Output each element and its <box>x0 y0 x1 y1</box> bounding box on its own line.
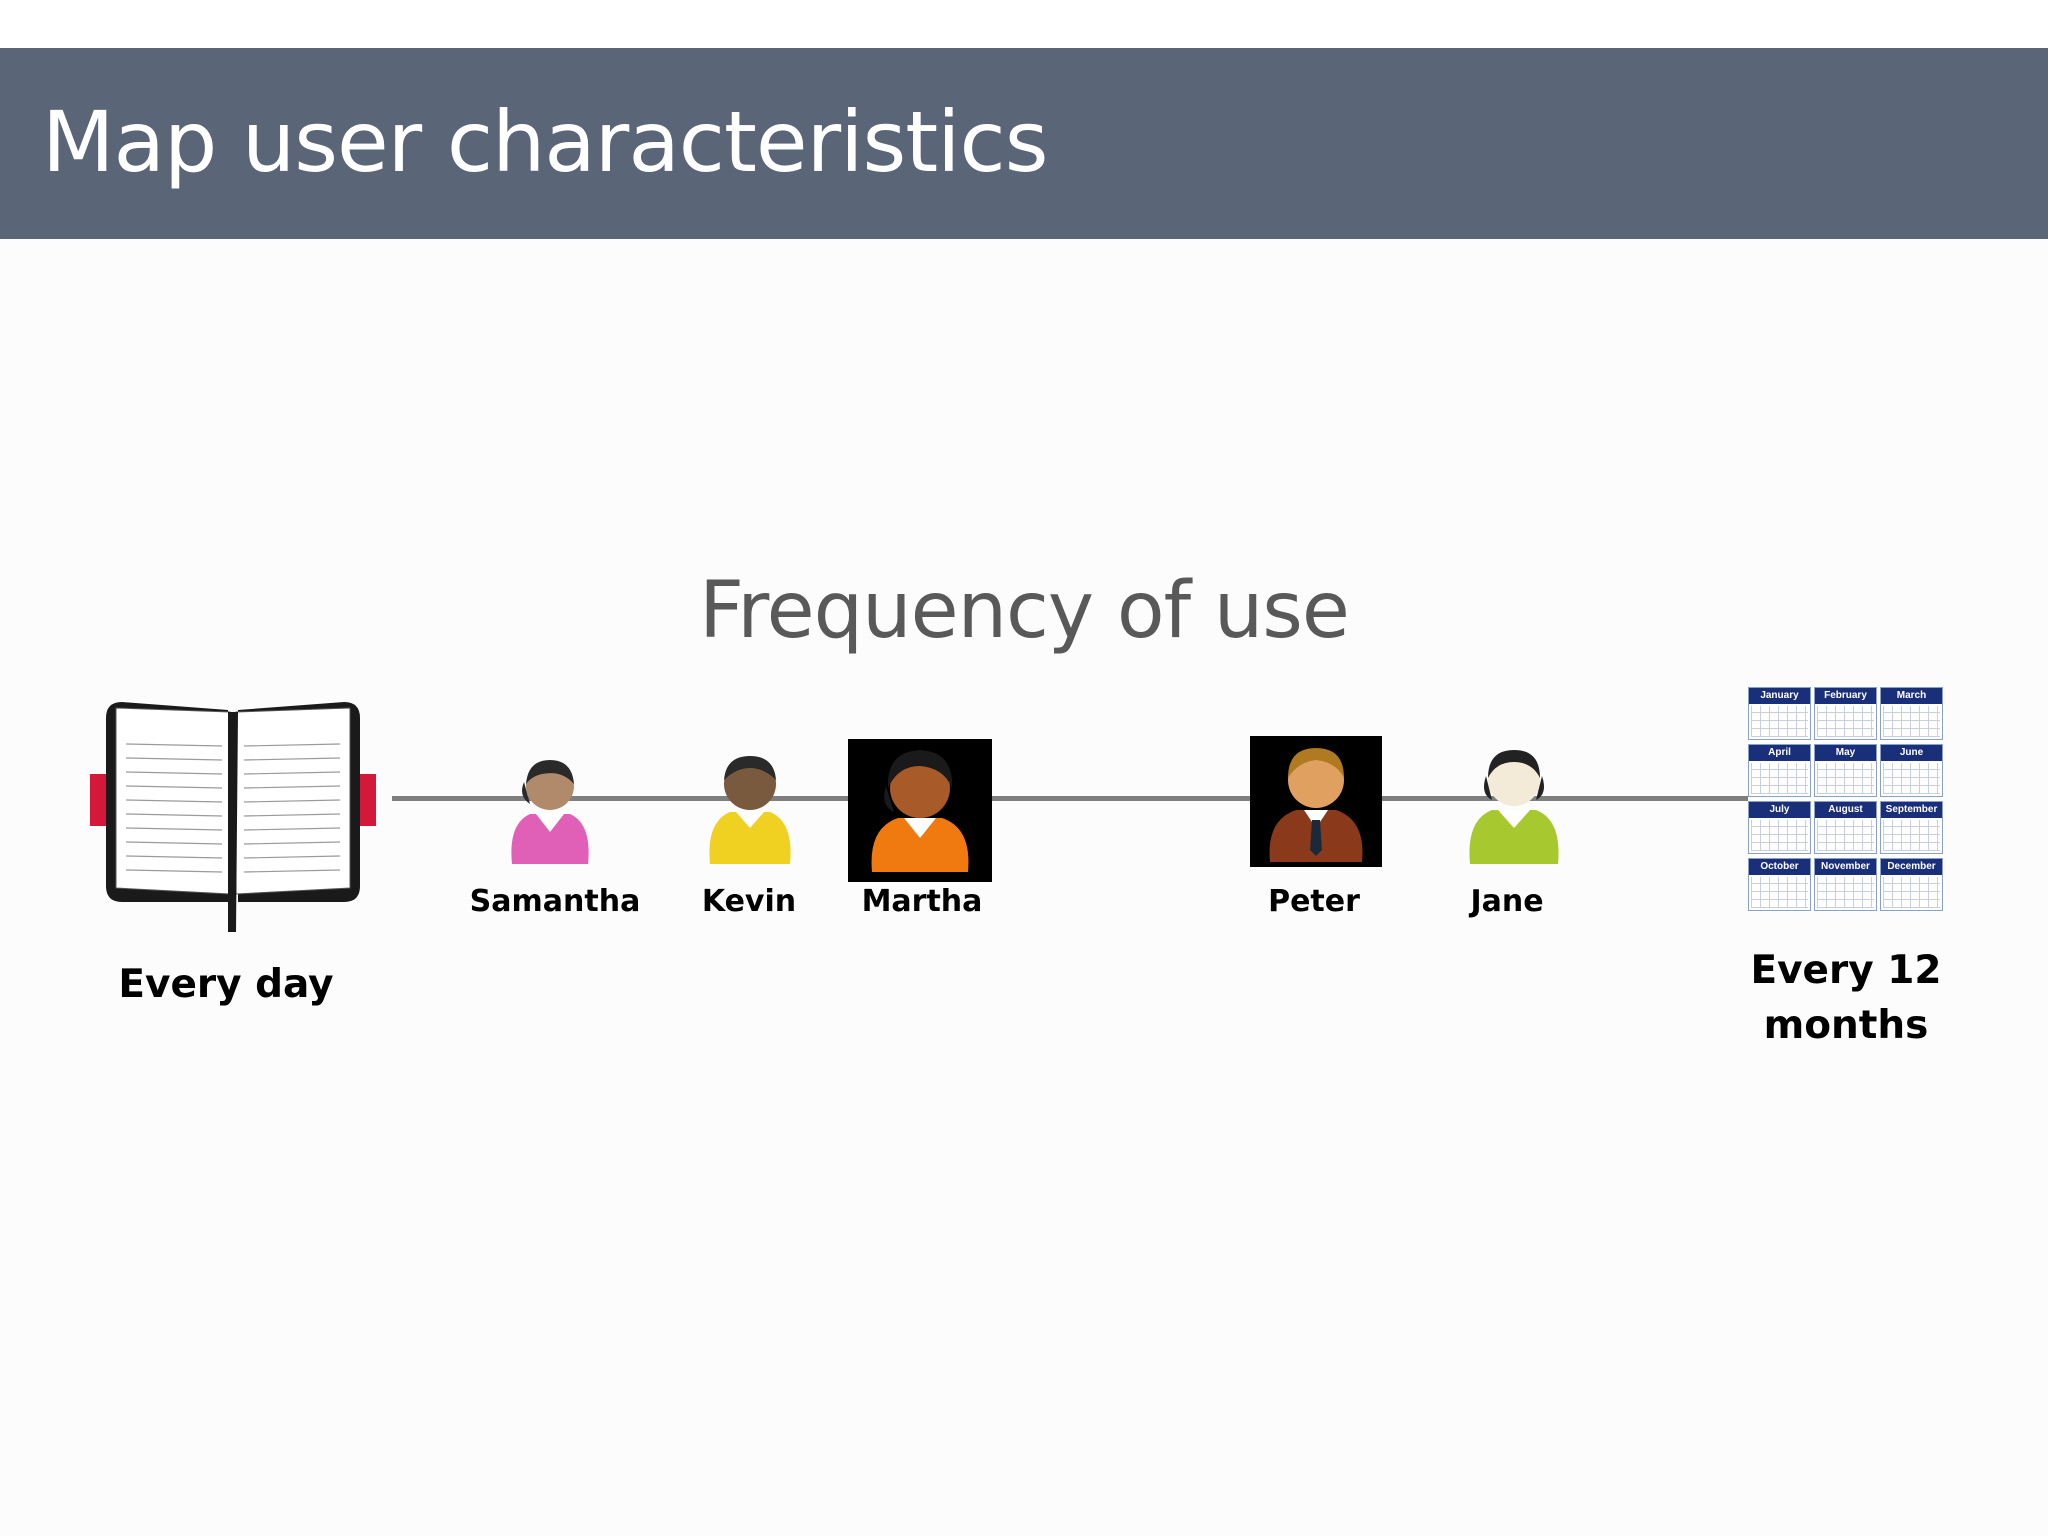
scale-start-label: Every day <box>118 962 334 1007</box>
calendar-day-grid <box>1751 820 1808 851</box>
calendar-month-february: February <box>1814 687 1877 740</box>
calendar-day-grid <box>1751 706 1808 737</box>
calendar-month-label: April <box>1749 745 1810 761</box>
user-label-martha: Martha <box>861 884 983 919</box>
calendar-month-label: January <box>1749 688 1810 704</box>
scale-end-label: Every 12 months <box>1750 948 1942 1048</box>
calendar-day-grid <box>1883 820 1940 851</box>
calendar-month-october: October <box>1748 858 1811 911</box>
calendar-month-label: February <box>1815 688 1876 704</box>
calendar-month-label: October <box>1749 859 1810 875</box>
frequency-axis-line <box>392 796 1752 801</box>
calendar-day-grid <box>1883 877 1940 908</box>
calendar-month-august: August <box>1814 801 1877 854</box>
calendar-day-grid <box>1883 763 1940 794</box>
calendar-month-july: July <box>1748 801 1811 854</box>
calendar-month-may: May <box>1814 744 1877 797</box>
page-title: Map user characteristics <box>42 93 1048 191</box>
martha-avatar-icon <box>871 750 969 872</box>
calendar-day-grid <box>1817 877 1874 908</box>
user-label-samantha: Samantha <box>469 884 641 919</box>
calendar-month-label: May <box>1815 745 1876 761</box>
calendar-month-november: November <box>1814 858 1877 911</box>
calendar-day-grid <box>1751 763 1808 794</box>
user-label-kevin: Kevin <box>701 884 797 919</box>
calendar-month-label: June <box>1881 745 1942 761</box>
calendar-day-grid <box>1751 877 1808 908</box>
calendar-month-june: June <box>1880 744 1943 797</box>
calendar-month-december: December <box>1880 858 1943 911</box>
user-label-jane: Jane <box>1470 884 1544 919</box>
calendar-month-september: September <box>1880 801 1943 854</box>
calendar-day-grid <box>1817 820 1874 851</box>
calendar-day-grid <box>1883 706 1940 737</box>
calendar-day-grid <box>1817 706 1874 737</box>
calendar-month-label: August <box>1815 802 1876 818</box>
calendar-month-april: April <box>1748 744 1811 797</box>
calendar-day-grid <box>1817 763 1874 794</box>
diagram-title: Frequency of use <box>699 566 1350 656</box>
calendar-month-january: January <box>1748 687 1811 740</box>
calendar-month-label: July <box>1749 802 1810 818</box>
calendar-month-label: September <box>1881 802 1942 818</box>
jane-avatar-icon <box>1469 750 1559 864</box>
diary-icon <box>90 702 376 932</box>
user-label-peter: Peter <box>1268 884 1360 919</box>
top-margin <box>0 0 2048 48</box>
samantha-avatar-icon <box>511 760 589 864</box>
calendar-month-march: March <box>1880 687 1943 740</box>
kevin-avatar-icon <box>709 756 791 864</box>
calendar-month-label: December <box>1881 859 1942 875</box>
peter-avatar-icon <box>1269 748 1363 862</box>
calendar-month-label: November <box>1815 859 1876 875</box>
calendar-month-label: March <box>1881 688 1942 704</box>
title-bar <box>0 48 2048 239</box>
